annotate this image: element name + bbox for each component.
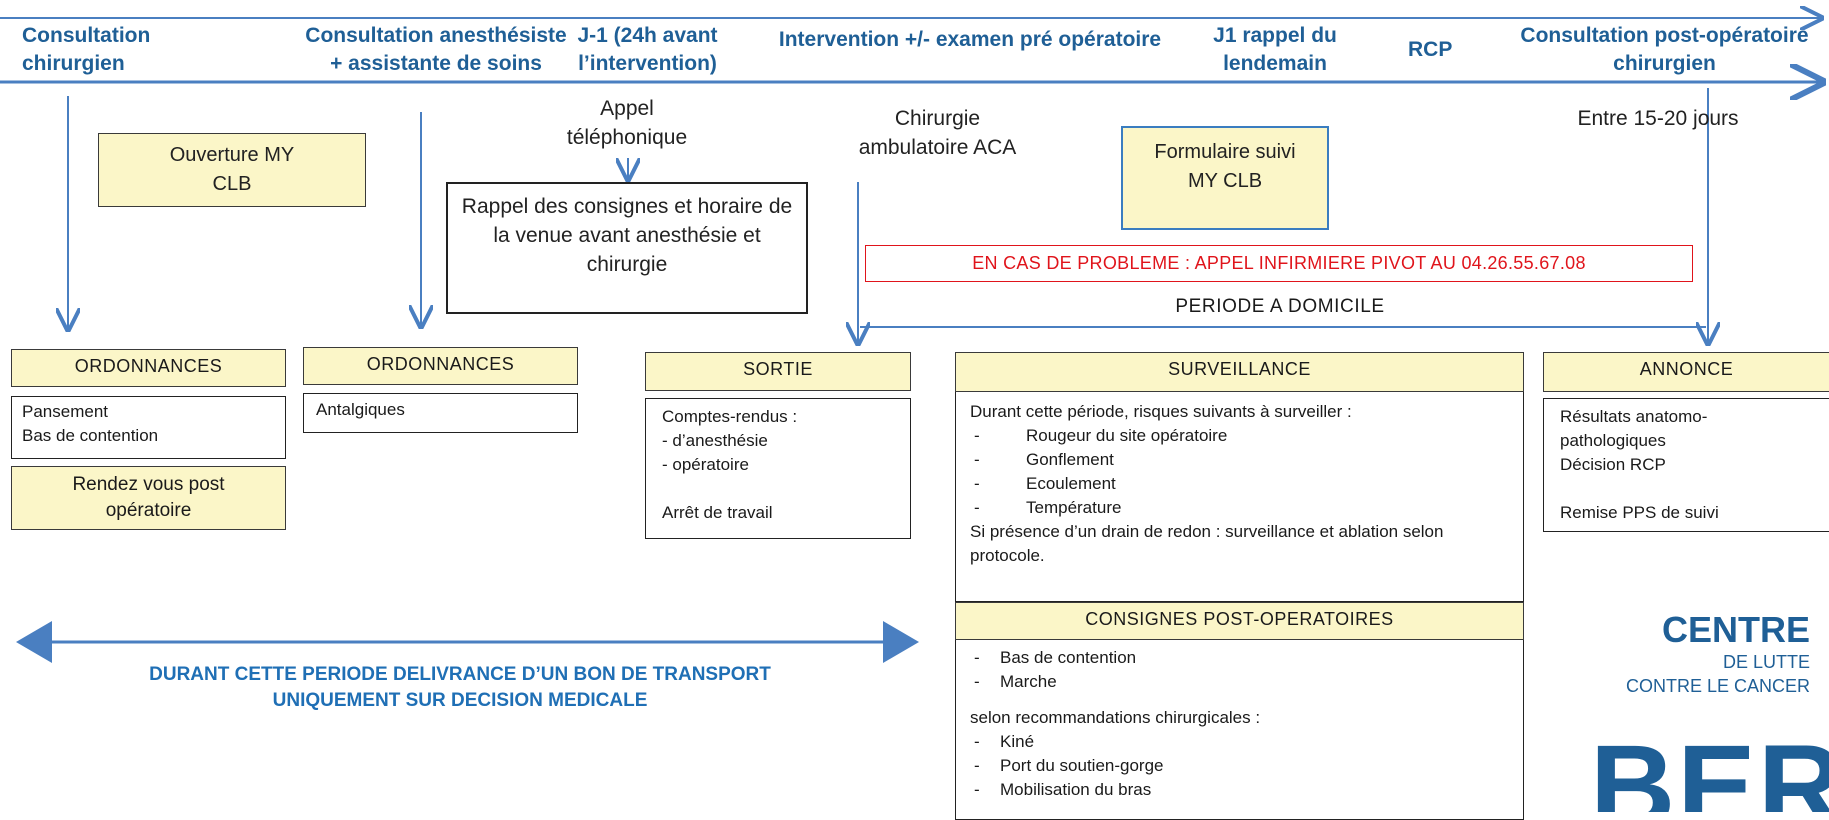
logo: CENTRE DE LUTTE CONTRE LE CANCER: [1560, 610, 1810, 698]
ordonnances-list-2: Antalgiques: [303, 393, 578, 433]
transport-note: DURANT CETTE PERIODE DELIVRANCE D’UN BON…: [149, 664, 771, 711]
alerte-probleme-box: EN CAS DE PROBLEME : APPEL INFIRMIERE PI…: [865, 245, 1693, 282]
sortie-list: Comptes-rendus : - d’anesthésie - opérat…: [645, 398, 911, 539]
surveillance-item: Rougeur du site opératoire: [970, 424, 1509, 448]
annonce-line: Résultats anatomo-: [1560, 407, 1708, 426]
rendez-vous-post-op-text: Rendez vous post opératoire: [72, 474, 225, 521]
consigne-item: Kiné: [970, 730, 1509, 754]
phase-consultation-post-op: Consultation post-opératoire chirurgien: [1520, 24, 1809, 75]
sortie-line: Arrêt de travail: [662, 503, 773, 522]
ordonnance-item: Pansement: [22, 402, 108, 421]
sortie-line: Comptes-rendus :: [662, 407, 798, 426]
annonce-list: Résultats anatomo- pathologiques Décisio…: [1543, 398, 1829, 532]
surveillance-item: Température: [970, 496, 1509, 520]
annonce-line: Remise PPS de suivi: [1560, 503, 1719, 522]
sortie-header: SORTIE: [645, 352, 911, 391]
logo-line-2: DE LUTTE: [1722, 652, 1810, 672]
ordonnance-item: Bas de contention: [22, 426, 159, 445]
rendez-vous-post-op-box: Rendez vous post opératoire: [11, 466, 286, 530]
consigne-item: Bas de contention: [970, 646, 1509, 670]
sortie-line: [662, 477, 894, 501]
appel-telephonique-label: Appel téléphonique: [566, 97, 688, 149]
phase-j1-rappel: J1 rappel du lendemain: [1213, 24, 1337, 75]
rappel-consignes-box: Rappel des consignes et horaire de la ve…: [446, 182, 808, 314]
surveillance-outro: Si présence d’un drain de redon : survei…: [970, 522, 1444, 565]
annonce-line: pathologiques: [1560, 431, 1666, 450]
ouverture-myclb-box: Ouverture MY CLB: [98, 133, 366, 207]
surveillance-list: Durant cette période, risques suivants à…: [955, 392, 1524, 602]
ordonnance-item: Antalgiques: [316, 400, 405, 419]
consigne-item: Marche: [970, 670, 1509, 694]
annonce-header: ANNONCE: [1543, 352, 1829, 392]
formulaire-suivi-box: Formulaire suivi MY CLB: [1121, 126, 1329, 230]
consignes-mid: selon recommandations chirurgicales :: [970, 708, 1261, 727]
phase-consultation-chirurgien: Consultation chirurgien: [22, 24, 151, 75]
ouverture-myclb-text: Ouverture MY CLB: [169, 144, 295, 195]
formulaire-suivi-text: Formulaire suivi MY CLB: [1154, 141, 1296, 192]
logo-mark: BER: [1590, 732, 1829, 812]
sortie-line: - d’anesthésie: [662, 431, 768, 450]
annonce-line: [1560, 477, 1813, 501]
phase-intervention: Intervention +/- examen pré opératoire: [778, 28, 1162, 51]
phase-j-1: J-1 (24h avant l’intervention): [577, 24, 718, 75]
logo-line-3: CONTRE LE CANCER: [1625, 676, 1810, 696]
consigne-item: Port du soutien-gorge: [970, 754, 1509, 778]
logo-big-text: BER: [1590, 732, 1829, 812]
chirurgie-ambulatoire-label: Chirurgie ambulatoire ACA: [858, 107, 1017, 159]
surveillance-intro: Durant cette période, risques suivants à…: [970, 402, 1352, 421]
ordonnances-header-2: ORDONNANCES: [303, 347, 578, 385]
delai-post-op-label: Entre 15-20 jours: [1577, 107, 1739, 130]
periode-domicile-label: PERIODE A DOMICILE: [1175, 296, 1385, 317]
surveillance-item: Gonflement: [970, 448, 1509, 472]
phase-rcp: RCP: [1408, 38, 1453, 61]
ordonnances-list-1: Pansement Bas de contention: [11, 396, 286, 459]
logo-line-1: CENTRE: [1661, 609, 1810, 650]
consigne-item: Mobilisation du bras: [970, 778, 1509, 802]
surveillance-header: SURVEILLANCE: [955, 352, 1524, 392]
consignes-header: CONSIGNES POST-OPERATOIRES: [955, 602, 1524, 640]
phase-consultation-anesthesiste: Consultation anesthésiste + assistante d…: [305, 24, 567, 75]
surveillance-item: Ecoulement: [970, 472, 1509, 496]
sortie-line: - opératoire: [662, 455, 749, 474]
consignes-list: Bas de contention Marche selon recommand…: [955, 640, 1524, 820]
annonce-line: Décision RCP: [1560, 455, 1666, 474]
ordonnances-header-1: ORDONNANCES: [11, 349, 286, 387]
